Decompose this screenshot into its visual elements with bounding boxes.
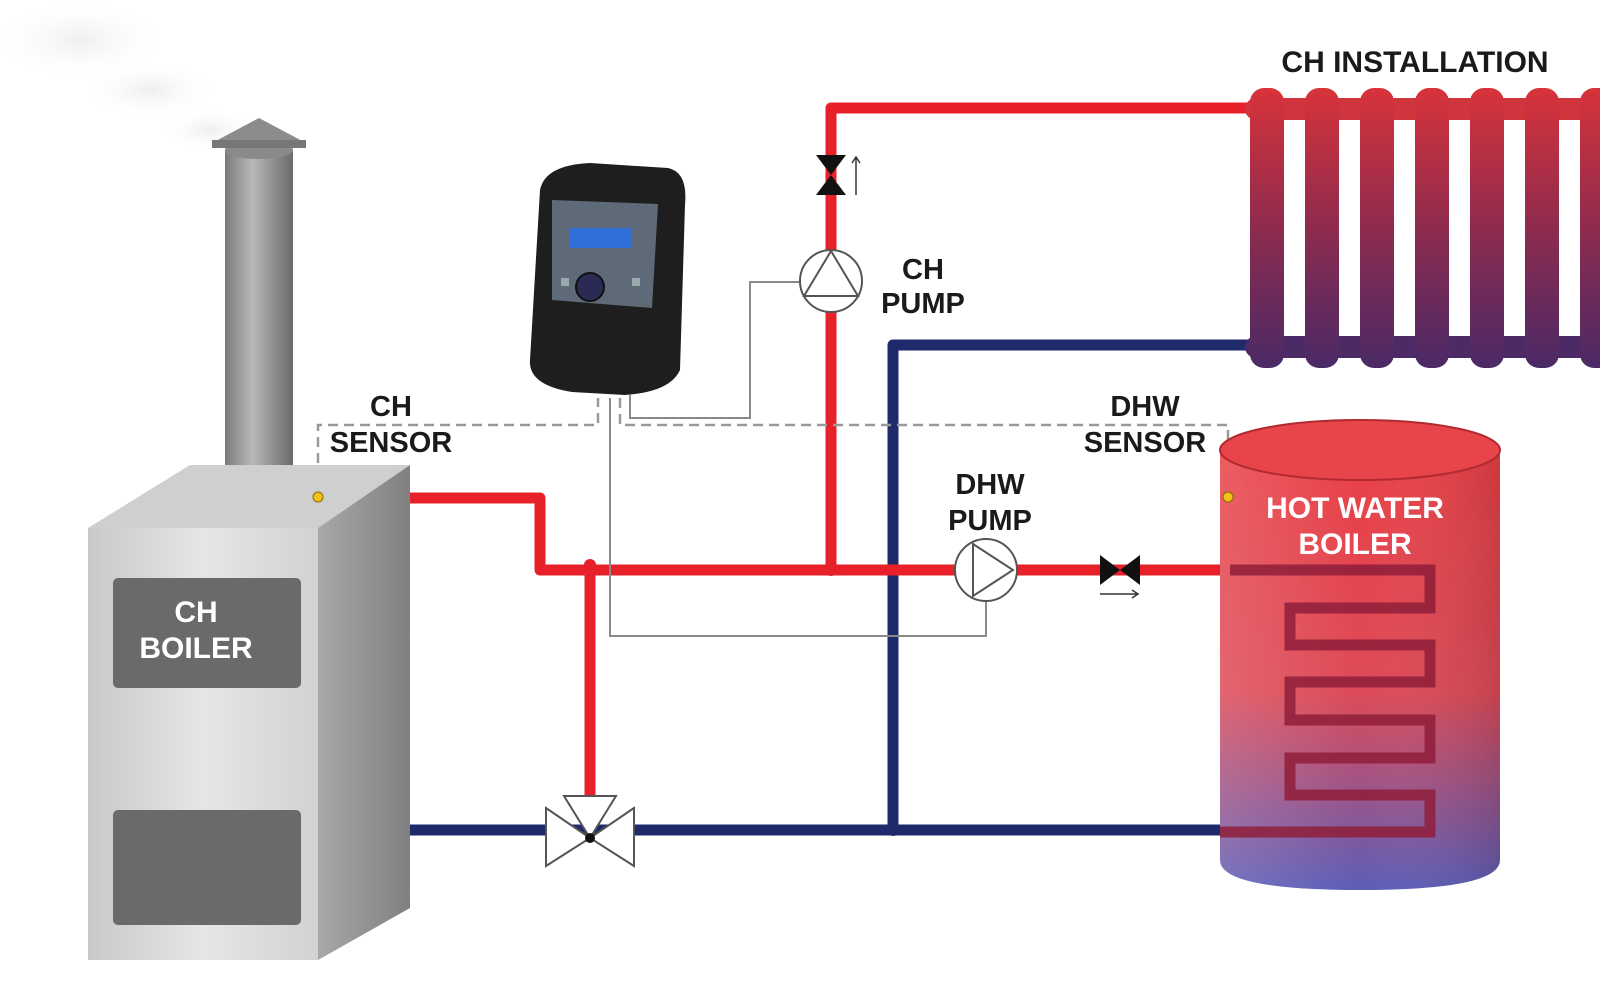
dhw-pump-label-line2: PUMP [948, 505, 1032, 537]
ch-sensor-label-line1: CH [370, 391, 412, 423]
ch-sensor-icon [312, 491, 324, 503]
ch-boiler-label-line1: CH [174, 596, 217, 629]
heating-coil [1220, 564, 1436, 838]
radiator [1245, 88, 1600, 368]
dhw-sensor-label-line2: SENSOR [1084, 427, 1207, 459]
ch-boiler-label-line2: BOILER [139, 632, 253, 665]
ch-sensor-label-line2: SENSOR [330, 427, 453, 459]
dhw-pump-label-line1: DHW [955, 469, 1025, 501]
hot-water-boiler-label-line1: HOT WATER [1266, 492, 1444, 525]
dhw-check-valve-icon [1100, 555, 1140, 599]
dhw-pump-icon [954, 538, 1018, 602]
smoke [0, 0, 260, 152]
ch-pump-label-line2: PUMP [881, 288, 965, 320]
ch-installation-label: CH INSTALLATION [1281, 46, 1548, 79]
ch-check-valve-icon [816, 155, 861, 195]
supply-junction [825, 564, 837, 576]
sensor-wires [316, 398, 1230, 495]
signal-wires [609, 281, 987, 637]
dhw-sensor-label-line1: DHW [1110, 391, 1180, 423]
ch-boiler-unit [88, 118, 410, 960]
ch-pump-label-line1: CH [902, 254, 944, 286]
hot-water-tank [1219, 419, 1501, 890]
return-junction [887, 824, 899, 836]
three-way-valve-icon [545, 795, 635, 868]
dhw-sensor-icon [1222, 491, 1234, 503]
supply-pipes [408, 102, 1250, 805]
ch-pump-icon [799, 249, 863, 313]
supply-junction [584, 559, 596, 571]
controller-device-icon [529, 163, 686, 395]
hot-water-boiler-label-line2: BOILER [1298, 528, 1412, 561]
